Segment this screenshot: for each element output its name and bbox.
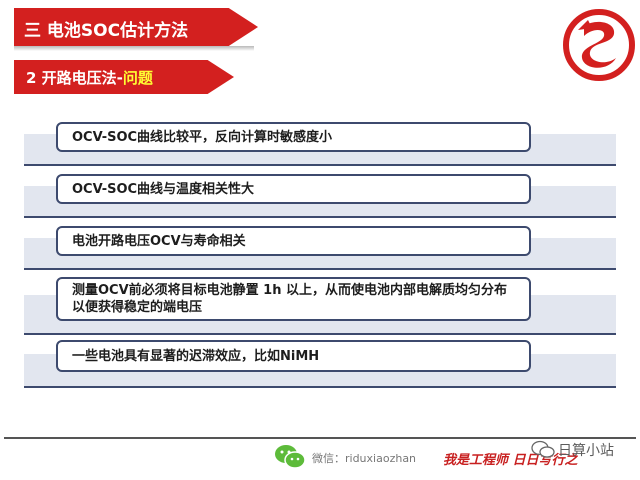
section-title: 三 电池SOC估计方法 [24,21,189,41]
list-item: OCV-SOC曲线与温度相关性大 [24,170,616,220]
list-item: 电池开路电压OCV与寿命相关 [24,222,616,272]
wechat-id: 微信：riduxiaozhan [312,452,417,465]
dragon-logo-icon [563,9,635,81]
list-item-text: 测量OCV前必须将目标电池静置 1h 以上，从而使电池内部电解质均匀分布以便获得… [72,283,508,315]
subtitle-highlight: 问题 [122,69,153,87]
list-item: OCV-SOC曲线比较平，反向计算时敏感度小 [24,118,616,168]
list-item-text: 电池开路电压OCV与寿命相关 [72,234,246,249]
list-item: 一些电池具有显著的迟滞效应，比如NiMH [24,338,616,390]
list-item-text: OCV-SOC曲线比较平，反向计算时敏感度小 [72,130,333,145]
watermark-wechat-icon [531,440,555,458]
footer-divider [4,437,636,439]
subtitle: 2 开路电压法-问题 [26,67,153,88]
wechat-icon [275,445,306,469]
section-title-banner: 三 电池SOC估计方法 [14,8,258,46]
subtitle-main: 2 开路电压法- [26,69,123,87]
list-item: 测量OCV前必须将目标电池静置 1h 以上，从而使电池内部电解质均匀分布以便获得… [24,275,616,337]
list-item-text: OCV-SOC曲线与温度相关性大 [72,182,255,197]
watermark-text: 日算小站 [558,443,614,459]
title-banner-shadow [14,46,254,51]
list-item-text: 一些电池具有显著的迟滞效应，比如NiMH [72,349,320,364]
subtitle-banner: 2 开路电压法-问题 [14,60,234,94]
